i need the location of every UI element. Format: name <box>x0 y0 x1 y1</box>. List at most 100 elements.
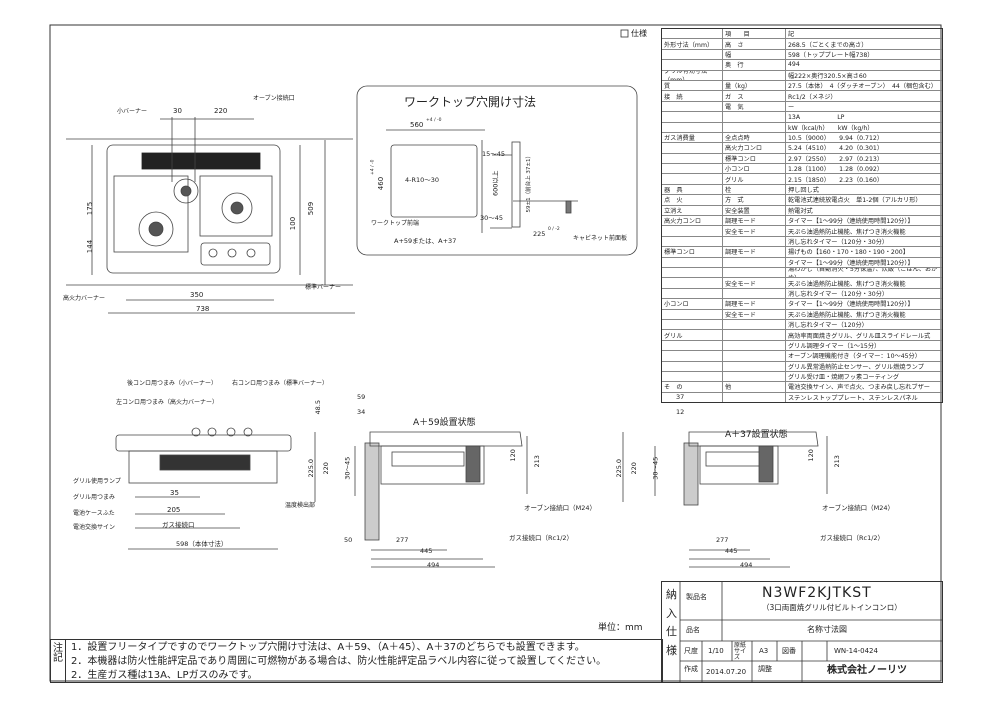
notes-label: 注記 <box>51 640 66 682</box>
spec-cell-c1: 外形寸法（mm） <box>662 39 723 49</box>
spec-cell-c1 <box>662 278 723 288</box>
spec-cell-c2: 方 式 <box>723 195 786 205</box>
spec-cell-c2: ガ ス <box>723 91 786 101</box>
drawing-label: 図番 <box>782 647 796 655</box>
spec-row: 器 具栓押し回し式 <box>662 184 942 196</box>
name-label: 品名 <box>686 626 700 634</box>
made-date: 2014.07.20 <box>706 668 747 676</box>
spec-cell-c3: グリル異常過熱防止センサー、グリル燃焼ランプ <box>788 363 924 371</box>
spec-cell-c1 <box>662 236 723 247</box>
spec-cell-c2: 調理モード <box>723 299 786 309</box>
spec-cell-c2 <box>723 392 786 403</box>
spec-cell-c3: 27.5（本体） 4（ダッチオーブン） 44（梱包含む） <box>788 83 937 91</box>
a59-dim-494: 494 <box>427 561 440 569</box>
spec-cell-c3: 消し忘れタイマー（120分・30分） <box>788 290 889 298</box>
a37-dim-120: 120 <box>806 449 815 462</box>
title-side-label: 納入仕様 <box>666 588 677 658</box>
notes-box: 注記 1．設置フリータイプですのでワークトップ穴開け寸法は、A＋59、（A＋45… <box>50 639 663 683</box>
drawing-number: WN-14-0424 <box>834 647 878 655</box>
note-2: 2．本機器は防火性能評定品であり周囲に可燃物がある場合は、防火性能評定品ラベル内… <box>71 656 607 667</box>
spec-cell-c1 <box>662 319 723 330</box>
spec-cell-c1 <box>662 122 723 132</box>
cutout-title: ワークトップ穴開け寸法 <box>404 95 537 109</box>
spec-cell-c3: 天ぷら油過熱防止機能、焦げつき消火機能 <box>788 311 906 319</box>
spec-cell-c2 <box>723 122 786 132</box>
high-burner-label: 高火力バーナー <box>63 295 106 302</box>
spec-cell-c3: 乾電池式連続放電点火 単1-2個（アルカリ形） <box>788 197 922 205</box>
spec-row: 電 気ー <box>662 101 942 113</box>
spec-cell-c2: 奥 行 <box>723 60 786 70</box>
spec-cell-c2 <box>723 371 786 382</box>
spec-row: グリル高効率両面焼きグリル、グリル皿スライドレール式 <box>662 330 942 341</box>
a37-dim-37: 37 <box>676 393 685 401</box>
spec-cell-c1: そ の <box>662 382 723 392</box>
a59-dim-213: 213 <box>532 455 541 468</box>
spec-square-icon <box>620 29 629 38</box>
company-name: 株式会社ノーリツ <box>827 665 907 676</box>
spec-cell-c3: 天ぷら油過熱防止機能、焦げつき消火機能 <box>788 280 906 288</box>
spec-row: 標準コンロ調理モード揚げもの【160・170・180・190・200】 <box>662 247 942 258</box>
spec-row: 立消え安全装置熱電対式 <box>662 205 942 217</box>
corner-radius: 4-R10～30 <box>405 176 440 184</box>
spec-row: 質量（kg）27.5（本体） 4（ダッチオーブン） 44（梱包含む） <box>662 80 942 92</box>
spec-cell-c3: ステンレストッププレート、ステンレスパネル <box>788 394 918 402</box>
spec-row: そ の他電池交換サイン、声で点火、つまみ戻し忘れブザー <box>662 382 942 393</box>
spec-cell-c2: 小コンロ <box>723 164 786 174</box>
spec-cell-c1 <box>662 143 723 153</box>
spec-row: 安全モード天ぷら油過熱防止機能、焦げつき消火機能 <box>662 278 942 289</box>
spec-cell-c3: 10.5（9000） 9.94（0.712） <box>788 135 884 143</box>
spec-cell-c1 <box>662 309 723 319</box>
name-value: 名称寸法図 <box>807 625 847 634</box>
spec-cell-c2 <box>723 361 786 371</box>
spec-row: グリル調理タイマー（1～15分） <box>662 340 942 352</box>
a59-dim-59: 59 <box>357 393 366 401</box>
spec-cell-c2 <box>723 288 786 299</box>
spec-cell-c2: 安全装置 <box>723 205 786 216</box>
dim-598: 598（本体寸法） <box>176 540 228 548</box>
knob-right-label: 右コンロ用つまみ（標準バーナー） <box>232 380 329 387</box>
spec-row: 高火力コンロ調理モードタイマー【1～99分（連続使用時間120分）】 <box>662 216 942 227</box>
spec-row: 湯わかし（自動消火・5分保温）、炊飯（ごはん、おかゆ） <box>662 267 942 279</box>
made-label: 作成 <box>684 665 698 673</box>
spec-cell-c1: 高火力コンロ <box>662 216 723 226</box>
spec-cell-c1 <box>662 112 723 122</box>
product-label: 製品名 <box>686 593 707 601</box>
a59-dim-220: 220 <box>321 462 330 475</box>
grill-lamp-label: グリル使用ランプ <box>73 478 121 485</box>
spec-cell-c1 <box>662 164 723 174</box>
spec-cell-c1: 接 続 <box>662 91 723 101</box>
spec-cell-c2: 全点点時 <box>723 132 786 143</box>
dim-30: 30 <box>173 107 182 115</box>
side-view-a37 <box>622 431 828 568</box>
scale-label: 尺度 <box>684 647 698 655</box>
a59-dim-34: 34 <box>357 408 366 416</box>
cutout-height-tol: +4 / -0 <box>370 159 376 176</box>
spec-cell-c1 <box>662 288 723 299</box>
spec-cell-c2 <box>723 257 786 267</box>
title-block-grid <box>679 582 942 682</box>
spec-cell-c3: 消し忘れタイマー（120分） <box>788 322 868 330</box>
spec-cell-c3: タイマー【1～99分（連続使用時間120分）】 <box>788 301 914 309</box>
spec-cell-c1 <box>662 49 723 60</box>
spec-row: 項 目記 <box>662 29 942 40</box>
dim-35: 35 <box>170 489 179 497</box>
a37-dim-30-45: 30～45 <box>651 456 660 480</box>
exhaust-label: 温度検出部 <box>285 502 316 509</box>
spec-cell-c1: 器 具 <box>662 184 723 195</box>
side-view-a59 <box>314 431 528 568</box>
dim-144: 144 <box>86 239 95 254</box>
cabinet-front-label: キャビネット前面板 <box>573 235 628 242</box>
a37-title: A＋37設置状態 <box>725 430 788 440</box>
std-burner-label: 標準バーナー <box>305 284 342 291</box>
spec-cell-c2 <box>723 267 786 278</box>
spec-cell-c3: 2.97（2550） 2.97（0.213） <box>788 155 884 163</box>
a37-dim-12: 12 <box>676 408 685 416</box>
spec-cell-c2: 標準コンロ <box>723 153 786 164</box>
spec-cell-c1: 立消え <box>662 205 723 216</box>
